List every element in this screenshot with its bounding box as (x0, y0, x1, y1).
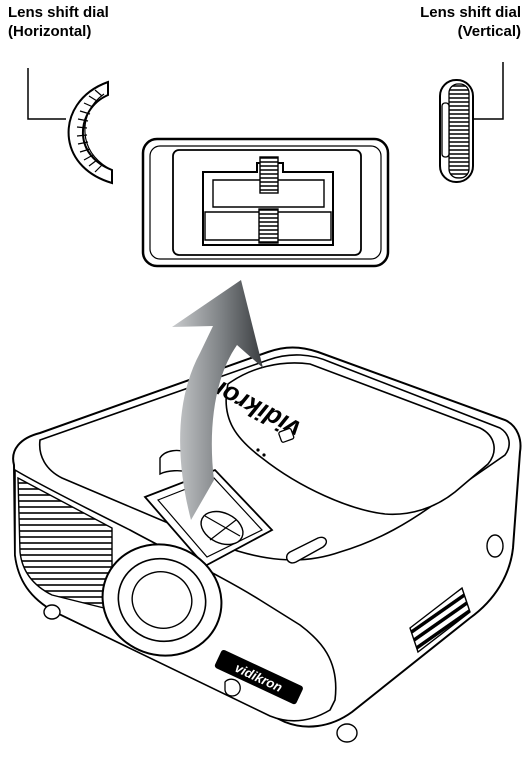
lens-shift-panel-icon (143, 139, 388, 266)
horizontal-dial-leader (28, 68, 66, 119)
projector-icon: vidikron vidikron (13, 348, 520, 743)
vertical-dial-leader (472, 62, 503, 119)
vertical-dial-icon (440, 80, 473, 182)
horizontal-dial-icon (69, 82, 112, 183)
